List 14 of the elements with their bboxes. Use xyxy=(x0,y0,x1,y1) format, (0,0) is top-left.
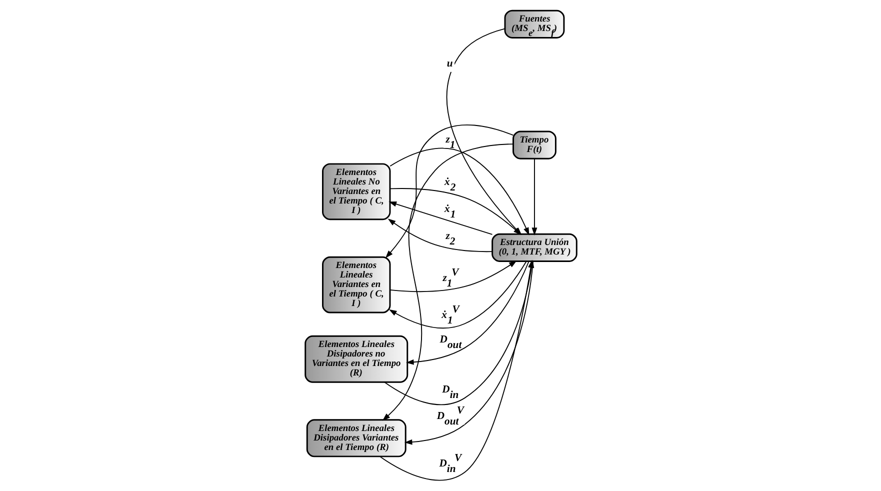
node-box: Estructura Unión (0, 1, MTF, MGY ) xyxy=(491,233,577,262)
arrow xyxy=(405,260,529,365)
arrow xyxy=(387,218,492,252)
arrow xyxy=(388,260,526,328)
node-box: Elementos Lineales Disipadores no Variantes en el Tiempo (R) xyxy=(304,335,408,383)
node-box: Elementos Lineales Disipadores Variantes en el Tiempo (R) xyxy=(306,419,406,458)
arrow xyxy=(382,144,514,421)
arrow xyxy=(389,260,516,292)
node-box: Tiempo F(t) xyxy=(512,130,556,160)
arrow xyxy=(384,124,514,258)
node-box: Elementos Lineales No Variantes en el Tiempo ( C, I ) xyxy=(322,163,390,220)
node-box: Elementos Lineales Variantes en el Tiempo ( C, I ) xyxy=(322,256,390,314)
edge-label: u xyxy=(446,58,452,70)
arrow xyxy=(531,158,537,236)
